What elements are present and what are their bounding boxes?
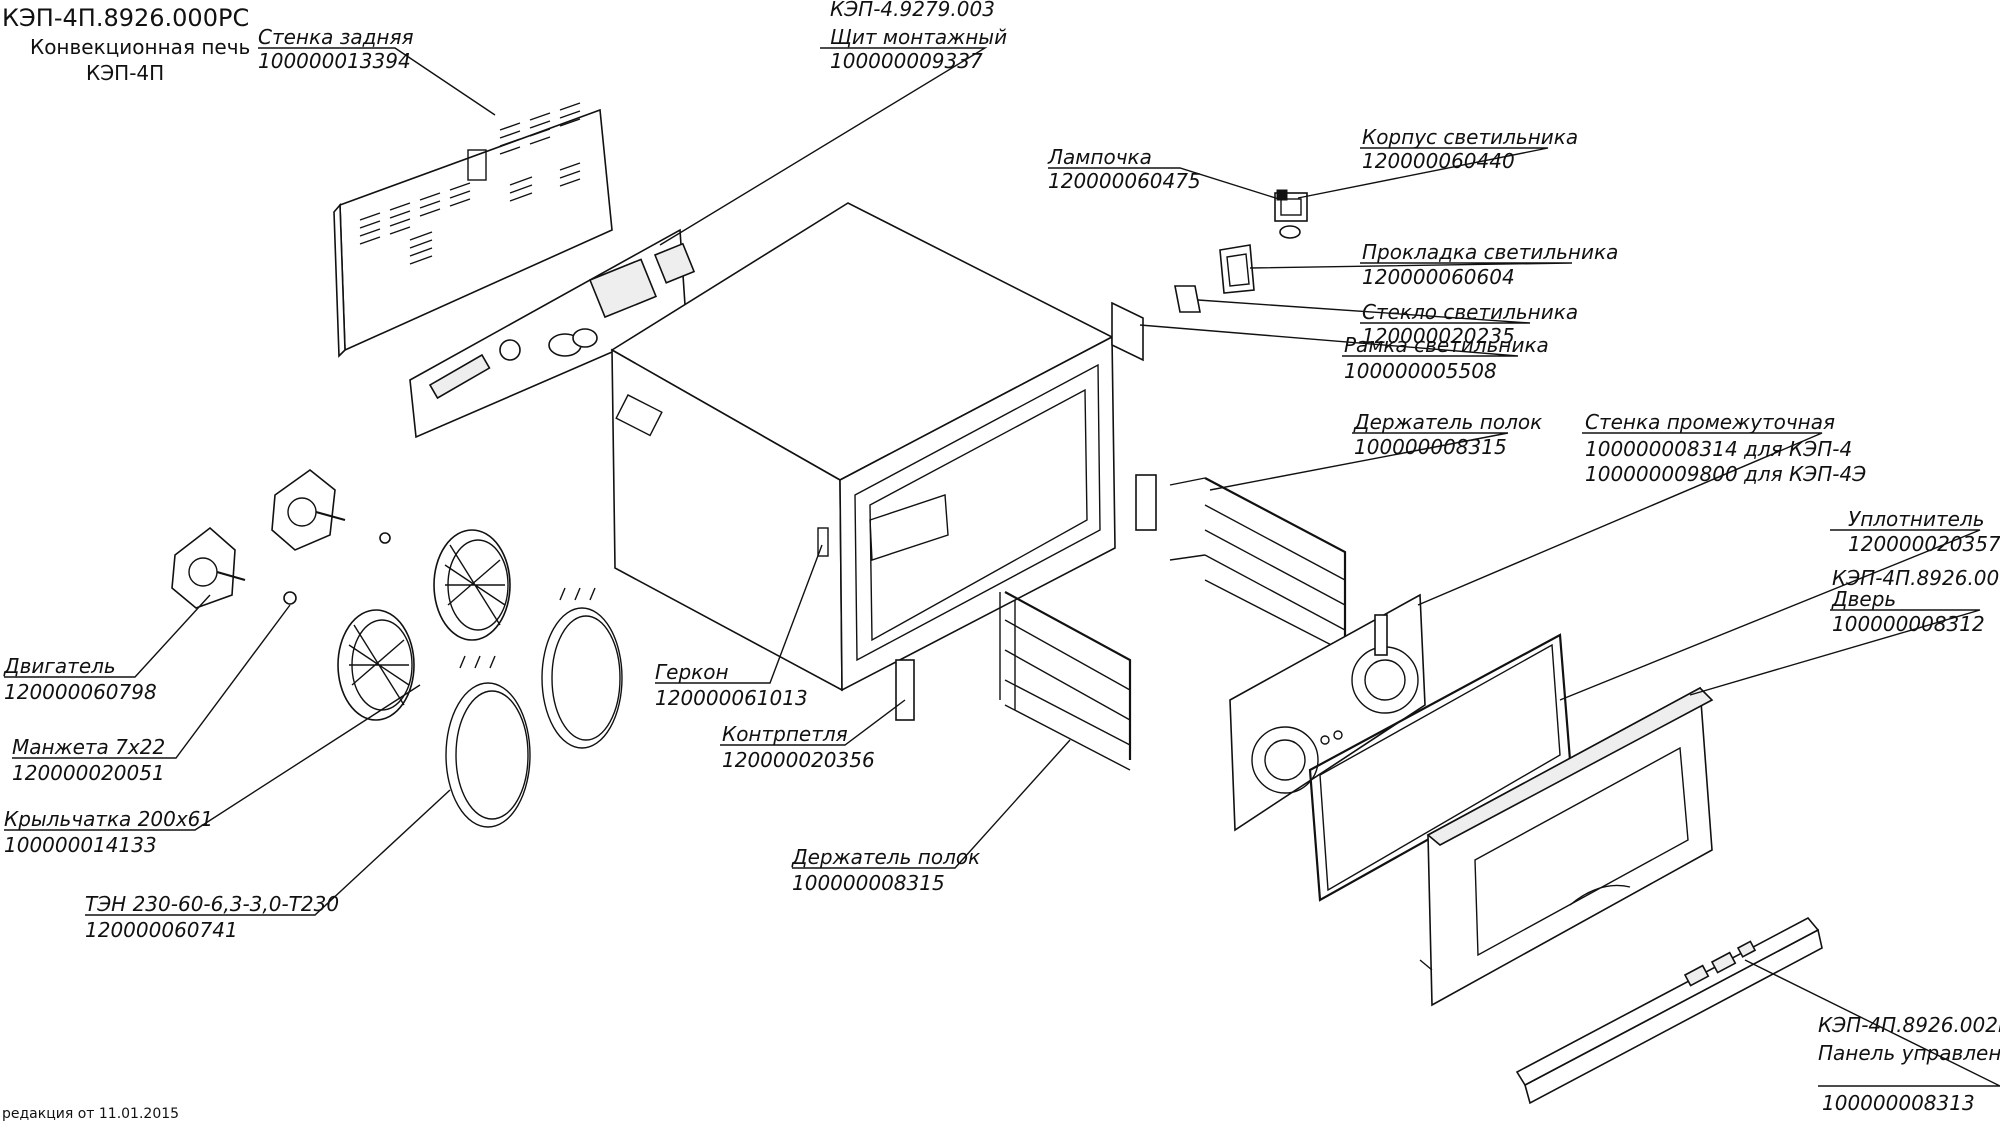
- impeller-code: 100000014133: [4, 833, 157, 857]
- seal-name: Уплотнитель: [1848, 507, 1985, 531]
- label-motor: Двигатель 120000060798: [3, 654, 157, 704]
- label-seal: Уплотнитель 120000020357: [1848, 507, 2000, 556]
- lamp-housing-code: 120000060440: [1362, 149, 1515, 173]
- shelf-holder-right-part: [1169, 477, 1347, 653]
- title-line1: Конвекционная печь: [30, 35, 250, 59]
- control-panel-ref: КЭП-4П.8926.002РС: [1818, 1013, 2000, 1037]
- heater-code: 120000060741: [85, 918, 238, 942]
- intermediate-wall-part: [1229, 593, 1426, 832]
- shelf-holder-left-name: Держатель полок: [791, 845, 980, 869]
- label-lamp-housing: Корпус светильника 120000060440: [1362, 125, 1578, 173]
- shelf-holder-right-code: 100000008315: [1354, 435, 1507, 459]
- lamp-code: 120000060475: [1048, 169, 1201, 193]
- intermediate-wall-code1: 100000008314 для КЭП-4: [1585, 437, 1852, 461]
- label-intermediate-wall: Стенка промежуточная 100000008314 для КЭ…: [1585, 410, 1866, 486]
- label-impeller: Крыльчатка 200х61 100000014133: [4, 807, 213, 857]
- cuff-name: Манжета 7х22: [12, 735, 165, 759]
- label-cuff: Манжета 7х22 120000020051: [12, 735, 165, 785]
- shelf-holder-left-code: 100000008315: [792, 871, 945, 895]
- lamp-glass-code: 120000020235: [1362, 324, 1515, 348]
- label-lamp: Лампочка 120000060475: [1047, 145, 1201, 193]
- label-shelf-holder-right: Держатель полок 100000008315: [1353, 410, 1542, 459]
- rear-wall-code: 100000013394: [258, 49, 411, 73]
- intermediate-wall-code2: 100000009800 для КЭП-4Э: [1585, 462, 1866, 486]
- lamp-name: Лампочка: [1047, 145, 1152, 169]
- lamp-frame-code: 100000005508: [1344, 359, 1497, 383]
- heater-part-2: [445, 655, 531, 828]
- lamp-glass-name: Стекло светильника: [1362, 300, 1578, 324]
- motor-code: 120000060798: [4, 680, 157, 704]
- shelf-holder-left-part: [999, 591, 1132, 771]
- label-door: КЭП-4П.8926.001РС Дверь 100000008312: [1831, 566, 2000, 636]
- reed-switch-name: Геркон: [655, 660, 729, 684]
- cuff-part-1: [379, 532, 391, 544]
- mount-panel-ref: КЭП-4.9279.003: [830, 0, 995, 21]
- door-name: Дверь: [1831, 587, 1896, 611]
- lamp-gasket-name: Прокладка светильника: [1362, 240, 1618, 264]
- impeller-part-2: [337, 609, 415, 721]
- cuff-part-2: [283, 591, 297, 605]
- control-panel-part: [1515, 916, 1823, 1105]
- rear-wall-part: [333, 102, 613, 358]
- counter-hinge-code: 120000020356: [722, 748, 875, 772]
- label-rear-wall: Стенка задняя 100000013394: [258, 25, 414, 73]
- counter-hinge-part: [895, 659, 915, 721]
- bracket-part: [1135, 474, 1157, 531]
- mount-panel-code: 100000009337: [830, 49, 983, 73]
- heater-part-1: [541, 587, 623, 749]
- rear-wall-name: Стенка задняя: [258, 25, 414, 49]
- motor-name: Двигатель: [3, 654, 116, 678]
- lamp-glass-part: [1174, 285, 1201, 313]
- label-control-panel: КЭП-4П.8926.002РС Панель управления 1000…: [1818, 1013, 2000, 1115]
- label-lamp-glass: Стекло светильника 120000020235: [1362, 300, 1578, 348]
- door-part: [1419, 686, 1714, 1007]
- impeller-name: Крыльчатка 200х61: [4, 807, 213, 831]
- label-lamp-gasket: Прокладка светильника 120000060604: [1362, 240, 1618, 289]
- counter-hinge-name: Контрпетля: [722, 722, 848, 746]
- door-ref: КЭП-4П.8926.001РС: [1832, 566, 2000, 590]
- shelf-holder-right-name: Держатель полок: [1353, 410, 1542, 434]
- doc-number: КЭП-4П.8926.000РС: [2, 4, 249, 32]
- heater-name: ТЭН 230-60-6,3-3,0-Т230: [85, 892, 339, 916]
- motor-part-1: [271, 468, 346, 551]
- motor-part-2: [171, 526, 246, 609]
- label-reed-switch: Геркон 120000061013: [655, 660, 808, 710]
- label-mount-panel: КЭП-4.9279.003 Щит монтажный 10000000933…: [830, 0, 1007, 73]
- mount-panel-part: [409, 228, 696, 439]
- title-line2: КЭП-4П: [86, 61, 164, 85]
- label-counter-hinge: Контрпетля 120000020356: [722, 722, 875, 772]
- label-lamp-frame: Рамка светильника 100000005508: [1344, 333, 1549, 383]
- control-panel-code: 100000008313: [1822, 1091, 1975, 1115]
- cuff-code: 120000020051: [12, 761, 165, 785]
- lamp-housing-name: Корпус светильника: [1362, 125, 1578, 149]
- revision-note: редакция от 11.01.2015: [2, 1106, 179, 1122]
- oven-body-part: [610, 202, 1144, 692]
- leader-lines: [4, 47, 2000, 1087]
- lamp-gasket-code: 120000060604: [1362, 265, 1515, 289]
- intermediate-wall-name: Стенка промежуточная: [1585, 410, 1835, 434]
- label-heater: ТЭН 230-60-6,3-3,0-Т230 120000060741: [85, 892, 339, 942]
- label-shelf-holder-left: Держатель полок 100000008315: [791, 845, 980, 895]
- reed-switch-code: 120000061013: [655, 686, 808, 710]
- mount-panel-name: Щит монтажный: [830, 25, 1007, 49]
- lamp-gasket-part: [1219, 244, 1255, 294]
- seal-code: 120000020357: [1848, 532, 2000, 556]
- impeller-part-1: [433, 529, 511, 641]
- control-panel-name: Панель управления: [1818, 1041, 2000, 1065]
- lamp-frame-name: Рамка светильника: [1344, 333, 1549, 357]
- door-code: 100000008312: [1832, 612, 1985, 636]
